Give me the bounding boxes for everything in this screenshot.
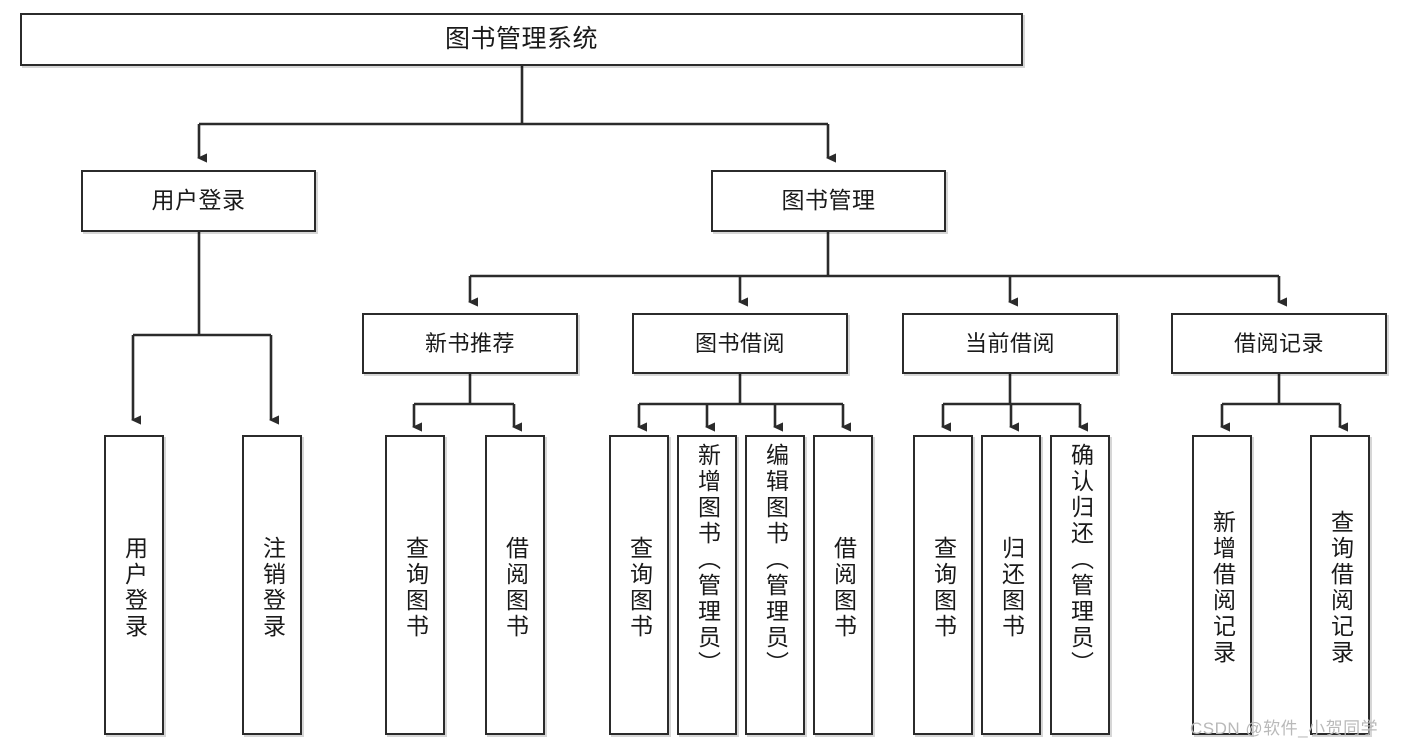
node-label: 图书管理	[781, 187, 876, 214]
node-label: 查询图书	[626, 536, 653, 640]
leaf-user-logout[interactable]: 注销登录	[242, 435, 302, 735]
leaf-query-book-current[interactable]: 查询图书	[913, 435, 973, 735]
leaf-query-borrow-record[interactable]: 查询借阅记录	[1310, 435, 1370, 735]
leaf-user-login[interactable]: 用户登录	[104, 435, 164, 735]
node-label: 编辑图书（管理员）	[762, 443, 789, 677]
node-label: 借阅图书	[502, 536, 529, 640]
node-label: 用户登录	[121, 536, 148, 640]
node-label: 查询借阅记录	[1327, 510, 1354, 666]
leaf-borrow-book-recommend[interactable]: 借阅图书	[485, 435, 545, 735]
leaf-edit-book-admin[interactable]: 编辑图书（管理员）	[745, 435, 805, 735]
node-label: 当前借阅	[964, 330, 1055, 356]
node-label: 借阅图书	[830, 536, 857, 640]
node-book-borrow[interactable]: 图书借阅	[632, 313, 848, 374]
node-new-book-recommend[interactable]: 新书推荐	[362, 313, 578, 374]
node-label: 确认归还（管理员）	[1067, 443, 1094, 677]
leaf-query-book-recommend[interactable]: 查询图书	[385, 435, 445, 735]
leaf-borrow-book[interactable]: 借阅图书	[813, 435, 873, 735]
leaf-confirm-return-admin[interactable]: 确认归还（管理员）	[1050, 435, 1110, 735]
node-borrow-record[interactable]: 借阅记录	[1171, 313, 1387, 374]
node-label: 新增借阅记录	[1209, 510, 1236, 666]
csdn-watermark: CSDN @软件_小贺同学	[1190, 719, 1379, 738]
leaf-add-book-admin[interactable]: 新增图书（管理员）	[677, 435, 737, 735]
node-user-login[interactable]: 用户登录	[81, 170, 316, 232]
node-book-management[interactable]: 图书管理	[711, 170, 946, 232]
node-label: 新书推荐	[424, 330, 515, 356]
node-root-library-system[interactable]: 图书管理系统	[20, 13, 1023, 66]
node-label: 查询图书	[402, 536, 429, 640]
node-label: 用户登录	[151, 187, 246, 214]
node-label: 图书借阅	[694, 330, 785, 356]
node-label: 图书管理系统	[444, 24, 598, 53]
leaf-return-book[interactable]: 归还图书	[981, 435, 1041, 735]
node-label: 归还图书	[998, 536, 1025, 640]
node-label: 注销登录	[259, 536, 286, 640]
node-label: 查询图书	[930, 536, 957, 640]
node-label: 借阅记录	[1233, 330, 1324, 356]
leaf-query-book-borrow[interactable]: 查询图书	[609, 435, 669, 735]
node-label: 新增图书（管理员）	[694, 443, 721, 677]
leaf-add-borrow-record[interactable]: 新增借阅记录	[1192, 435, 1252, 735]
node-current-borrow[interactable]: 当前借阅	[902, 313, 1118, 374]
